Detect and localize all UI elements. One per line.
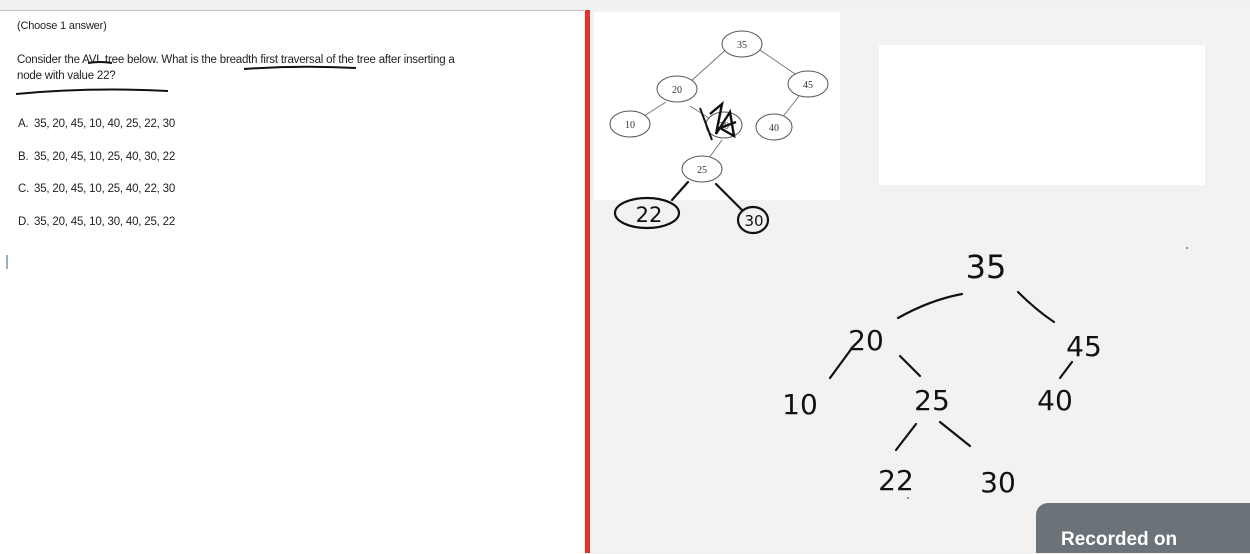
panel-divider[interactable]	[585, 10, 590, 553]
scribble-mark	[709, 100, 737, 139]
choice-b[interactable]: B. 35, 20, 45, 10, 25, 40, 30, 22	[18, 151, 175, 163]
tree-node-10	[609, 110, 651, 138]
edge	[708, 139, 723, 159]
underline-insert	[15, 88, 169, 95]
handwritten-node: 20	[848, 324, 884, 357]
stray-dot	[1186, 247, 1188, 249]
edge	[781, 95, 800, 119]
avl-tree-image: 35 20 45 10 30 40 25	[594, 12, 840, 200]
handwritten-node: 40	[1037, 384, 1073, 417]
tree-node-label: 40	[769, 123, 779, 134]
choice-text: 35, 20, 45, 10, 25, 40, 30, 22	[34, 151, 176, 163]
tree-node-25	[681, 155, 723, 183]
choice-label: D.	[18, 216, 30, 228]
handwritten-label: 30	[744, 212, 763, 230]
pen-edge	[1016, 290, 1056, 324]
tree-node-label: 25	[697, 165, 707, 176]
choice-label: A.	[18, 118, 29, 130]
edge	[689, 45, 731, 83]
tree-node-label: 20	[672, 85, 682, 96]
handwritten-node: 22	[878, 464, 914, 497]
pen-edge	[828, 346, 854, 380]
choice-label: B.	[18, 151, 29, 163]
recording-badge: Recorded on	[1036, 503, 1250, 553]
avl-tree-diagram: 35 20 45 10 30 40 25	[609, 30, 829, 183]
tree-node-45	[787, 70, 829, 98]
choice-text: 35, 20, 45, 10, 25, 40, 22, 30	[34, 183, 176, 195]
handwritten-node: 35	[966, 248, 1007, 286]
pen-edge	[938, 420, 972, 448]
whiteboard-panel: 35 20 45 10 30 40 25	[590, 10, 1250, 553]
choice-label: C.	[18, 183, 30, 195]
underline-bfs	[243, 65, 357, 70]
edge	[643, 101, 667, 117]
answer-instruction: (Choose 1 answer)	[17, 20, 107, 32]
edge	[753, 45, 799, 77]
handwritten-node: 30	[980, 466, 1016, 499]
tree-node-label: 35	[737, 40, 747, 51]
choice-text: 35, 20, 45, 10, 30, 40, 25, 22	[34, 216, 176, 228]
pen-edge	[714, 182, 744, 212]
underline-avl	[87, 61, 113, 64]
tree-node-35	[721, 30, 763, 58]
question-text: Consider the AVL tree below. What is the…	[17, 54, 455, 82]
tree-node-40	[755, 113, 793, 141]
pen-edge	[894, 422, 918, 452]
handwriting-layer: 22 30 35 20 45 10 25 40 22 30	[613, 180, 1188, 499]
recording-text: Recorded on	[1061, 529, 1178, 550]
tree-node-20	[656, 75, 698, 103]
handwritten-node: 10	[782, 388, 818, 421]
question-panel: (Choose 1 answer) Consider the AVL tree …	[0, 10, 584, 554]
choice-c[interactable]: C. 35, 20, 45, 10, 25, 40, 22, 30	[18, 183, 175, 195]
stray-dot	[907, 497, 909, 499]
circled-node	[736, 205, 770, 235]
choice-d[interactable]: D. 35, 20, 45, 10, 30, 40, 25, 22	[18, 216, 175, 228]
pen-edge	[670, 180, 690, 202]
question-ink-marks	[15, 61, 357, 95]
handwritten-node: 45	[1066, 330, 1102, 363]
blank-white-box	[879, 45, 1205, 185]
handwritten-label: 22	[636, 203, 663, 227]
pen-edge	[898, 354, 922, 378]
circled-node	[613, 196, 681, 230]
choice-a[interactable]: A. 35, 20, 45, 10, 40, 25, 22, 30	[18, 118, 175, 130]
panel-edge-marker	[6, 255, 8, 269]
tree-node-label: 10	[625, 120, 635, 131]
handwritten-node: 25	[914, 384, 950, 417]
choice-text: 35, 20, 45, 10, 40, 25, 22, 30	[34, 118, 176, 130]
pen-edge	[1058, 360, 1074, 380]
tree-node-label: 45	[803, 80, 813, 91]
pen-stroke	[699, 107, 713, 141]
pen-edge	[896, 292, 964, 320]
